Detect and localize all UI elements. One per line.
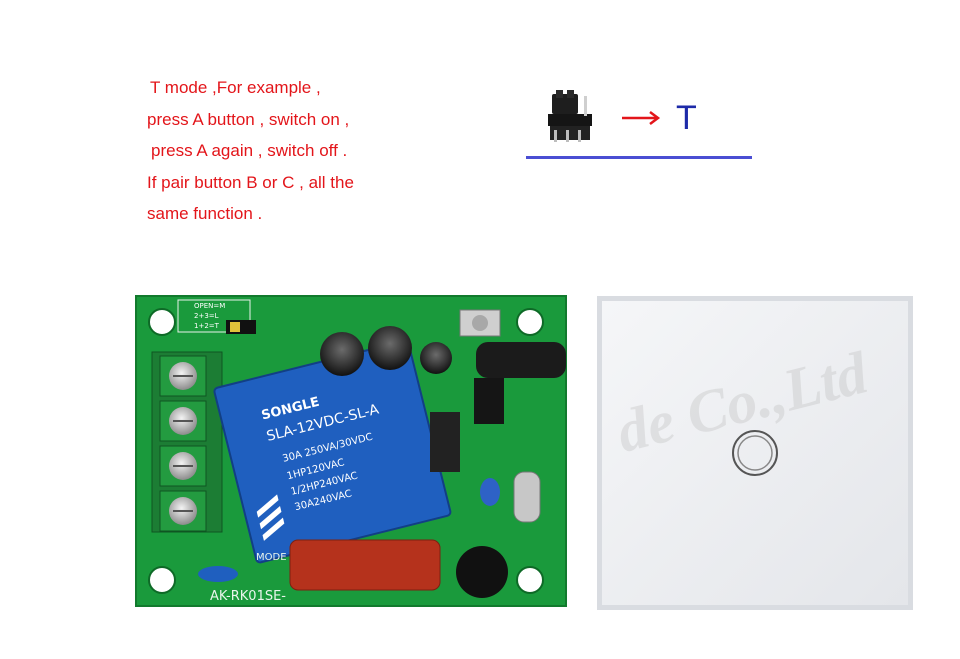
description-line: press A again , switch off . bbox=[151, 141, 348, 160]
terminal-screws bbox=[159, 355, 207, 532]
glass-panel-image bbox=[597, 296, 913, 610]
relay-board-image: OPEN=M 2+3=L 1+2=T SONGLE SLA-12VDC-SL-A… bbox=[135, 295, 567, 607]
jumper-mode-diagram: T bbox=[520, 82, 760, 168]
description-line: If pair button B or C , all the bbox=[147, 172, 354, 192]
header-label: 1+2=T bbox=[194, 322, 220, 330]
mode-description: T mode ,For example , press A button , s… bbox=[145, 72, 354, 230]
arrow-right-icon bbox=[622, 111, 661, 125]
description-line: T mode ,For example , bbox=[150, 78, 321, 97]
mode-label: MODE bbox=[256, 552, 287, 563]
mode-letter: T bbox=[676, 99, 697, 137]
jumper-icon bbox=[548, 90, 592, 142]
description-line: same function . bbox=[147, 204, 263, 223]
header-label: OPEN=M bbox=[194, 302, 225, 310]
touch-circle-icon bbox=[732, 430, 778, 476]
description-line: press A button , switch on , bbox=[147, 109, 350, 129]
divider bbox=[526, 156, 752, 159]
touch-switch-panel bbox=[596, 295, 914, 611]
board-model: AK-RK01SE- bbox=[210, 589, 286, 604]
header-label: 2+3=L bbox=[194, 312, 219, 320]
